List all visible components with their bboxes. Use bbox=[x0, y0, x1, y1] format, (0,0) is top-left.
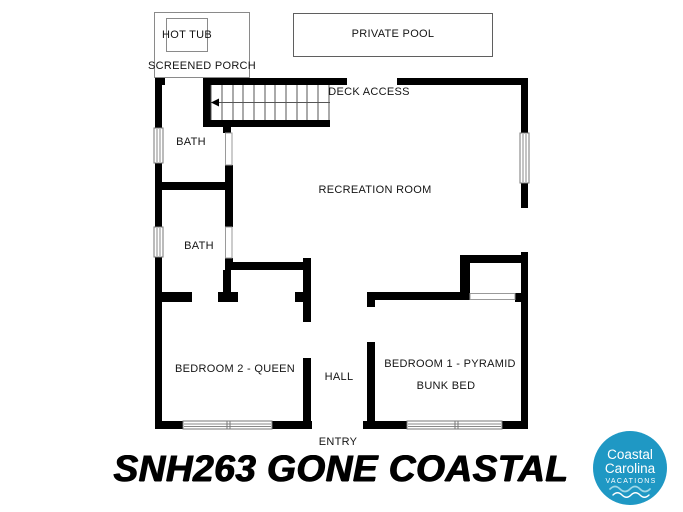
wall-segment bbox=[367, 292, 470, 300]
wall-segment bbox=[303, 258, 311, 322]
label-bath-lower: BATH bbox=[184, 240, 214, 252]
wall-segment bbox=[155, 78, 162, 128]
wall-segment bbox=[397, 78, 528, 85]
logo-line1: Coastal bbox=[607, 447, 653, 462]
hot-tub-outline bbox=[166, 18, 208, 52]
wall-segment bbox=[460, 255, 528, 263]
coastal-carolina-vacations-logo: Coastal Carolina VACATIONS bbox=[593, 431, 667, 505]
wall-segment bbox=[203, 85, 211, 127]
screened-porch-outline bbox=[154, 12, 250, 78]
wall-segment bbox=[303, 358, 311, 429]
wall-segment bbox=[155, 257, 162, 429]
wall-segment bbox=[515, 293, 522, 302]
wall-segment bbox=[155, 292, 192, 302]
wall-segment bbox=[155, 421, 183, 429]
plan-title: SNH263 GONE COASTAL bbox=[113, 448, 569, 489]
label-bedroom1-line1: BEDROOM 1 - PYRAMID bbox=[384, 358, 516, 370]
wall-segment bbox=[218, 292, 238, 302]
label-bath-upper: BATH bbox=[176, 136, 206, 148]
wall-segment bbox=[521, 252, 528, 429]
wall-segment bbox=[460, 255, 470, 300]
window bbox=[153, 226, 164, 258]
door-openings bbox=[225, 132, 516, 300]
wall-segment bbox=[155, 163, 162, 227]
wall-segment bbox=[225, 262, 311, 270]
wall-segment bbox=[521, 78, 528, 133]
window bbox=[153, 127, 164, 164]
logo-line2: Carolina bbox=[605, 461, 656, 476]
stair-direction-arrow-icon bbox=[211, 98, 219, 107]
window bbox=[519, 132, 530, 184]
door-opening bbox=[225, 132, 233, 166]
label-private-pool: PRIVATE POOL bbox=[351, 28, 435, 40]
wall-segment bbox=[367, 342, 375, 429]
door-opening bbox=[469, 293, 516, 300]
wall-segment bbox=[521, 183, 528, 208]
label-bedroom1-line2: BUNK BED bbox=[416, 380, 476, 392]
walls bbox=[155, 78, 528, 429]
wall-segment bbox=[225, 258, 233, 264]
label-deck-access: DECK ACCESS bbox=[328, 86, 410, 98]
wall-segment bbox=[272, 421, 312, 429]
wall-segment bbox=[203, 78, 347, 85]
label-bedroom2: BEDROOM 2 - QUEEN bbox=[174, 363, 296, 375]
label-screened-porch: SCREENED PORCH bbox=[147, 60, 257, 72]
door-opening bbox=[225, 226, 233, 259]
logo-wave-top bbox=[609, 485, 651, 493]
outline-boxes bbox=[154, 12, 493, 78]
wall-segment bbox=[223, 127, 231, 133]
label-recreation-room: RECREATION ROOM bbox=[318, 184, 432, 196]
wall-segment bbox=[223, 270, 231, 292]
wall-segment bbox=[363, 421, 407, 429]
wall-segment bbox=[203, 120, 330, 127]
wall-segment bbox=[502, 421, 528, 429]
logo-wave-bottom bbox=[612, 492, 650, 498]
logo-circle bbox=[593, 431, 667, 505]
private-pool-outline bbox=[293, 13, 493, 57]
windows bbox=[153, 127, 530, 430]
label-entry: ENTRY bbox=[318, 436, 358, 448]
label-hot-tub: HOT TUB bbox=[162, 29, 212, 41]
wall-segment bbox=[162, 182, 233, 190]
stairs bbox=[210, 85, 330, 120]
wall-segment bbox=[225, 165, 233, 227]
logo-line3: VACATIONS bbox=[605, 478, 656, 485]
label-hall: HALL bbox=[324, 371, 354, 383]
